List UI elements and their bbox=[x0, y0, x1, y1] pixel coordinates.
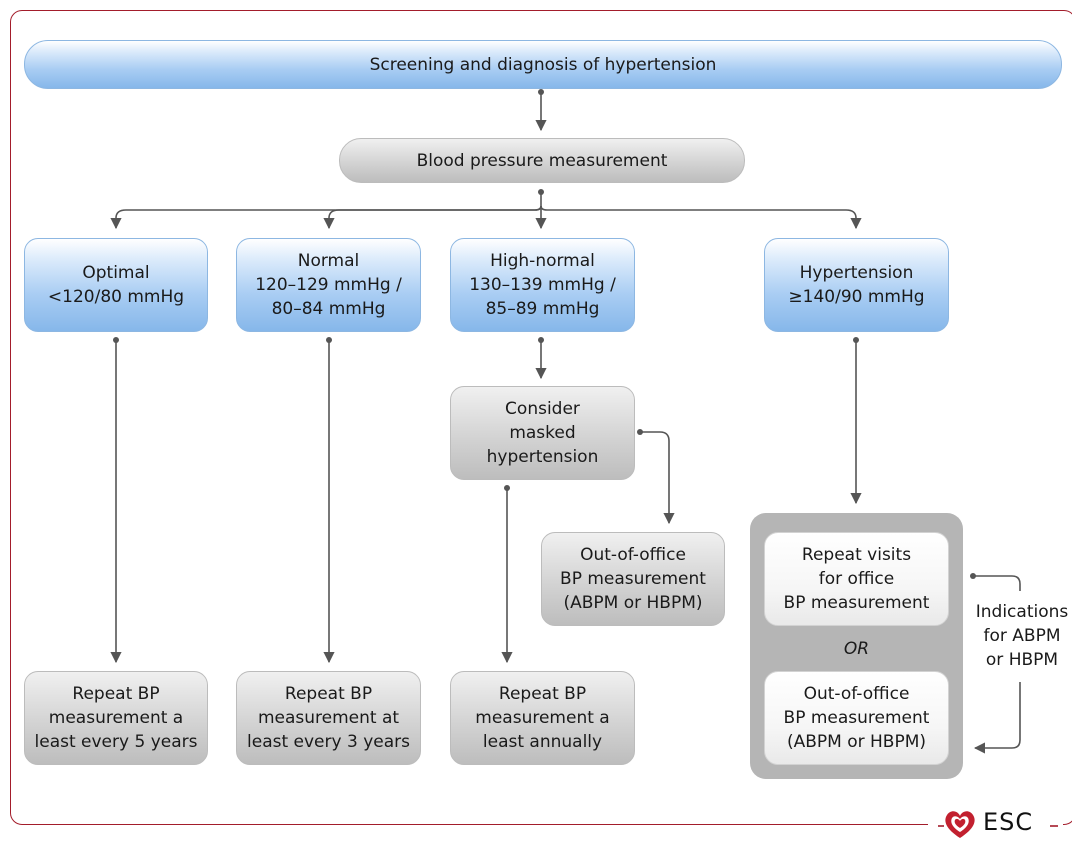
indications-line-3: or HBPM bbox=[985, 650, 1059, 670]
consider-line-1: Consider bbox=[505, 399, 580, 419]
repeat-high-normal-line-2: measurement a bbox=[475, 708, 610, 728]
indications-text: Indications for ABPM or HBPM bbox=[972, 600, 1072, 672]
optimal-range: <120/80 mmHg bbox=[47, 287, 185, 307]
repeat-visits-line-2: for office bbox=[818, 569, 895, 589]
consider-masked-box: Consider masked hypertension bbox=[450, 386, 635, 480]
title-box: Screening and diagnosis of hypertension bbox=[24, 40, 1062, 89]
out-of-office-line-3: (ABPM or HBPM) bbox=[563, 593, 703, 613]
panel-out-of-office-line-3: (ABPM or HBPM) bbox=[786, 732, 927, 752]
optimal-box: Optimal <120/80 mmHg bbox=[24, 238, 208, 332]
consider-line-2: masked bbox=[509, 423, 576, 443]
repeat-visits-box: Repeat visits for office BP measurement bbox=[764, 532, 949, 626]
repeat-visits-line-1: Repeat visits bbox=[801, 545, 912, 565]
bp-measurement-box: Blood pressure measurement bbox=[339, 138, 745, 183]
out-of-office-line-1: Out-of-office bbox=[580, 545, 686, 565]
out-of-office-line-2: BP measurement bbox=[560, 569, 706, 589]
or-label: OR bbox=[843, 639, 870, 659]
high-normal-label: High-normal bbox=[490, 251, 595, 271]
esc-heart-logo-icon bbox=[938, 811, 1058, 838]
repeat-high-normal-line-3: least annually bbox=[482, 732, 603, 752]
repeat-visits-line-3: BP measurement bbox=[783, 593, 930, 613]
panel-out-of-office-line-1: Out-of-office bbox=[803, 684, 910, 704]
diagram-frame bbox=[10, 10, 1072, 825]
normal-range-diastolic: 80–84 mmHg bbox=[271, 299, 386, 319]
repeat-optimal-line-2: measurement a bbox=[48, 708, 184, 728]
panel-out-of-office-box: Out-of-office BP measurement (ABPM or HB… bbox=[764, 671, 949, 765]
title-text: Screening and diagnosis of hypertension bbox=[369, 54, 717, 75]
high-normal-range-systolic: 130–139 mmHg / bbox=[469, 275, 616, 295]
hypertension-box: Hypertension ≥140/90 mmHg bbox=[764, 238, 949, 332]
repeat-optimal-line-1: Repeat BP bbox=[72, 684, 160, 704]
optimal-label: Optimal bbox=[82, 263, 150, 283]
bp-measurement-text: Blood pressure measurement bbox=[416, 150, 668, 171]
repeat-normal-box: Repeat BP measurement at least every 3 y… bbox=[236, 671, 421, 765]
out-of-office-box: Out-of-office BP measurement (ABPM or HB… bbox=[541, 532, 725, 626]
repeat-high-normal-line-1: Repeat BP bbox=[498, 684, 587, 704]
normal-box: Normal 120–129 mmHg / 80–84 mmHg bbox=[236, 238, 421, 332]
repeat-optimal-line-3: least every 5 years bbox=[34, 732, 198, 752]
repeat-normal-line-1: Repeat BP bbox=[284, 684, 373, 704]
hypertension-range: ≥140/90 mmHg bbox=[788, 287, 925, 307]
hypertension-label: Hypertension bbox=[799, 263, 914, 283]
repeat-normal-line-2: measurement at bbox=[257, 708, 400, 728]
panel-out-of-office-line-2: BP measurement bbox=[783, 708, 930, 728]
indications-line-1: Indications bbox=[975, 602, 1069, 622]
normal-range-systolic: 120–129 mmHg / bbox=[255, 275, 402, 295]
high-normal-range-diastolic: 85–89 mmHg bbox=[485, 299, 600, 319]
consider-line-3: hypertension bbox=[486, 447, 599, 467]
repeat-optimal-box: Repeat BP measurement a least every 5 ye… bbox=[24, 671, 208, 765]
high-normal-box: High-normal 130–139 mmHg / 85–89 mmHg bbox=[450, 238, 635, 332]
repeat-high-normal-box: Repeat BP measurement a least annually bbox=[450, 671, 635, 765]
repeat-normal-line-3: least every 3 years bbox=[247, 732, 410, 752]
normal-label: Normal bbox=[297, 251, 360, 271]
indications-line-2: for ABPM bbox=[983, 626, 1061, 646]
esc-logo-text: ESC bbox=[983, 808, 1034, 836]
